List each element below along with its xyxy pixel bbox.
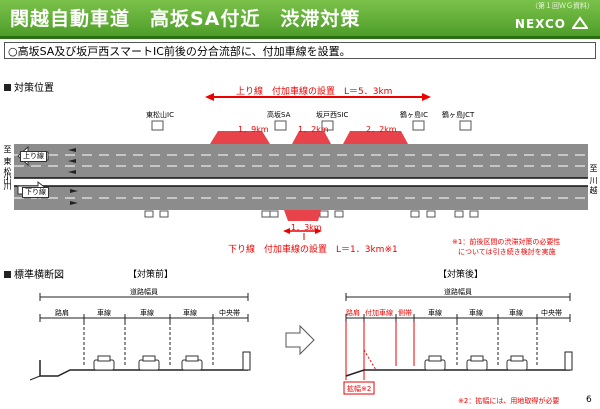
plan-note-line-1: ※1：前後区間の渋滞対策の必要性 xyxy=(452,238,561,246)
header-bar: 関越自動車道 高坂SA付近 渋滞対策 （第１回ＷＧ資料） NEXCO xyxy=(0,0,600,36)
after-label-median: 中央帯 xyxy=(541,309,562,317)
widening-label: 拡幅※2 xyxy=(347,385,372,393)
section-location-heading: 対策位置 xyxy=(4,79,54,94)
after-label-lane-2: 車線 xyxy=(469,309,483,317)
facility-tsurugashima-jct: 鶴ヶ島JCT xyxy=(442,111,475,119)
cross-footnote: ※2：拡幅には、用地取得が必要 xyxy=(458,397,560,405)
header-stripe xyxy=(0,36,600,39)
page-title: 関越自動車道 高坂SA付近 渋滞対策 xyxy=(10,8,361,30)
after-title: 【対策後】 xyxy=(438,270,484,280)
up-line-extent-label: 上り線 付加車線の設置 L＝5．3km xyxy=(236,87,393,97)
down-line-extent-label: 下り線 付加車線の設置 L＝1．3km※1 xyxy=(228,245,398,255)
segment-up-3: 2．2km xyxy=(366,125,397,134)
nexco-logo-text: NEXCO xyxy=(514,17,566,31)
transition-arrow-icon xyxy=(285,324,315,356)
up-carriageway xyxy=(14,144,588,178)
before-label-lane-3: 車線 xyxy=(183,309,197,317)
square-bullet-icon xyxy=(4,84,11,91)
before-label-lane-2: 車線 xyxy=(140,309,154,317)
up-line-label: 上り線 xyxy=(20,151,47,162)
right-direction-char: 至 xyxy=(589,164,598,173)
left-direction-char: 至 xyxy=(3,145,12,154)
up-added-lane-2 xyxy=(292,131,331,144)
section-cross-heading: 標準横断図 xyxy=(4,266,64,281)
up-added-lane-1 xyxy=(210,131,270,144)
segment-down: 1．3km xyxy=(291,223,322,232)
up-extent-arrowhead-left xyxy=(205,93,214,101)
facility-takasaka-sa: 高坂SA xyxy=(267,111,291,119)
right-direction-char: 川越 xyxy=(589,176,598,195)
square-bullet-icon xyxy=(4,271,11,278)
down-added-lane xyxy=(284,210,321,221)
facility-tsurugashima-ic: 鶴ヶ島IC xyxy=(400,111,428,119)
facility-sakadonishi-sic: 坂戸西SIC xyxy=(316,111,349,119)
down-line-label: 下り線 xyxy=(22,187,49,198)
after-label-lane-3: 車線 xyxy=(509,309,523,317)
left-direction-char: 東松山 xyxy=(3,157,12,186)
before-label-shoulder: 路肩 xyxy=(55,309,69,317)
up-added-lane-3 xyxy=(343,131,408,144)
interchange-marker xyxy=(459,120,472,131)
subtitle-box: ○高坂SA及び坂戸西スマートIC前後の分合流部に、付加車線を設置。 xyxy=(4,42,596,59)
page-number: 6 xyxy=(586,395,592,405)
section-cross-label: 標準横断図 xyxy=(14,270,64,281)
section-location-label: 対策位置 xyxy=(14,83,54,94)
median-strip xyxy=(14,178,588,186)
before-road-width: 道路幅員 xyxy=(130,288,158,296)
after-road-width: 道路幅員 xyxy=(444,288,472,296)
nexco-logo-icon xyxy=(572,16,588,29)
reference-label: （第１回ＷＧ資料） xyxy=(531,2,594,10)
segment-up-2: 1．2km xyxy=(298,125,329,134)
interchange-marker xyxy=(412,120,425,131)
after-label-added-lane: 付加車線 xyxy=(365,309,393,317)
up-extent-arrowhead-right xyxy=(422,93,431,101)
before-title: 【対策前】 xyxy=(128,270,174,280)
segment-up-1: 1．9km xyxy=(238,125,269,134)
after-label-side-strip: 側帯 xyxy=(398,309,412,317)
interchange-marker xyxy=(151,120,164,131)
after-label-shoulder: 路肩 xyxy=(346,309,360,317)
before-label-lane-1: 車線 xyxy=(97,309,111,317)
before-label-median: 中央帯 xyxy=(219,309,240,317)
interchange-marker xyxy=(274,120,287,131)
plan-note-line-2: については引き続き検討を実施 xyxy=(458,248,556,256)
interchange-marker xyxy=(321,120,334,131)
facility-higashimatsuyama: 東松山IC xyxy=(146,111,174,119)
left-direction-char: 小川 xyxy=(3,172,12,191)
after-label-lane-1: 車線 xyxy=(428,309,442,317)
